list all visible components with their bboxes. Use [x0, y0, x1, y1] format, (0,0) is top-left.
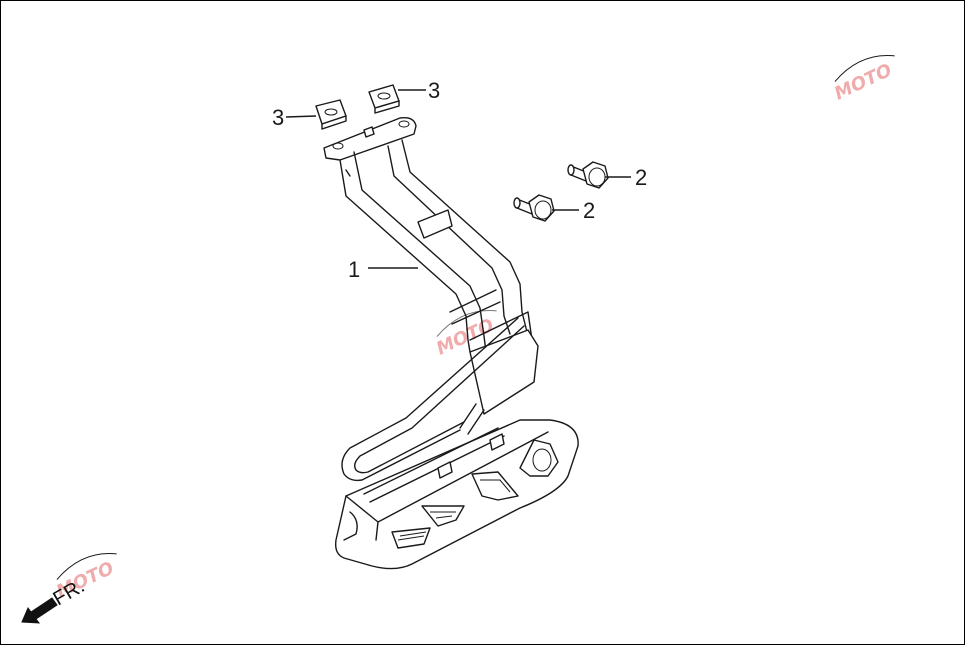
callout-2-upper: 2 — [635, 165, 647, 190]
callout-1: 1 — [348, 257, 360, 282]
callout-2-lower: 2 — [583, 198, 595, 223]
leader-3-left — [285, 115, 317, 118]
watermark-text: MOTO — [831, 60, 895, 105]
part-1-step-bracket — [323, 116, 579, 570]
part-3-clip-right — [368, 84, 400, 114]
part-3-clip-left — [315, 99, 347, 130]
callout-3-left: 3 — [272, 105, 284, 130]
part-2-bolt-upper — [567, 161, 609, 189]
watermark-top-right: MOTO — [831, 55, 895, 105]
front-arrow-icon — [21, 597, 58, 624]
part-2-bolt-lower — [513, 194, 555, 222]
callout-3-right: 3 — [428, 78, 440, 103]
